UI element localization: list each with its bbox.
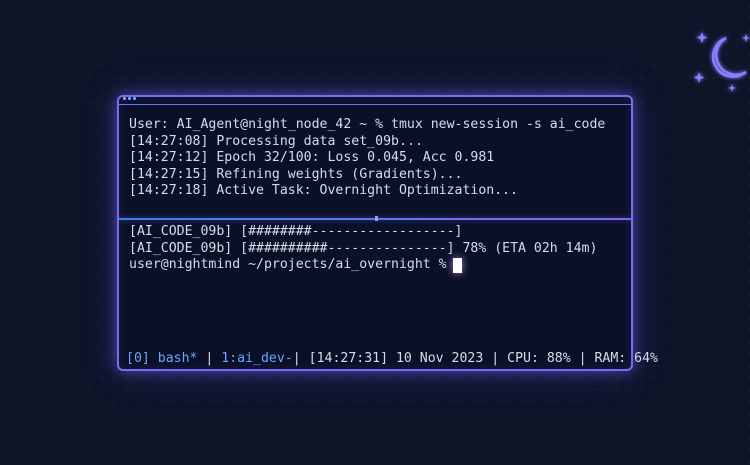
log-line: [14:27:18] Active Task: Overnight Optimi…: [129, 183, 519, 198]
star-icon: [696, 32, 708, 43]
star-icon: [728, 84, 736, 92]
log-line: [14:27:12] Epoch 32/100: Loss 0.045, Acc…: [129, 150, 495, 165]
dot-icon[interactable]: [133, 97, 136, 100]
crescent-moon-icon: [693, 32, 750, 92]
status-window-0[interactable]: [0] bash*: [126, 351, 198, 366]
command-line: User: AI_Agent@night_node_42 ~ % tmux ne…: [129, 117, 606, 132]
status-separator: |: [197, 351, 222, 366]
text-cursor[interactable]: [452, 257, 462, 273]
shell-prompt: user@nightmind ~/projects/ai_overnight %: [129, 257, 447, 272]
progress-line: [AI_CODE_09b] [########-----------------…: [129, 224, 463, 239]
tmux-status-bar: [0] bash* | 1:ai_dev-| [14:27:31] 10 Nov…: [126, 351, 658, 367]
dot-icon[interactable]: [128, 97, 131, 100]
window-controls[interactable]: [123, 97, 136, 100]
progress-line: [AI_CODE_09b] [##########---------------…: [129, 240, 598, 256]
status-window-1[interactable]: 1:ai_dev-: [221, 351, 293, 366]
log-line: [14:27:15] Refining weights (Gradients).…: [129, 166, 463, 182]
prompt-line[interactable]: user@nightmind ~/projects/ai_overnight %: [129, 257, 625, 274]
log-line: [14:27:08] Processing data set_09b...: [129, 133, 423, 149]
pane-divider[interactable]: [119, 216, 631, 221]
top-pane[interactable]: User: AI_Agent@night_node_42 ~ % tmux ne…: [129, 117, 625, 200]
terminal-window[interactable]: User: AI_Agent@night_node_42 ~ % tmux ne…: [117, 95, 658, 371]
star-icon: [693, 72, 705, 83]
title-bar: [119, 97, 631, 105]
dot-icon[interactable]: [123, 97, 126, 100]
bottom-pane[interactable]: [AI_CODE_09b] [########-----------------…: [129, 224, 625, 274]
divider-handle[interactable]: [375, 216, 378, 221]
status-info: | [14:27:31] 10 Nov 2023 | CPU: 88% | RA…: [292, 351, 658, 366]
star-icon: [742, 34, 750, 42]
